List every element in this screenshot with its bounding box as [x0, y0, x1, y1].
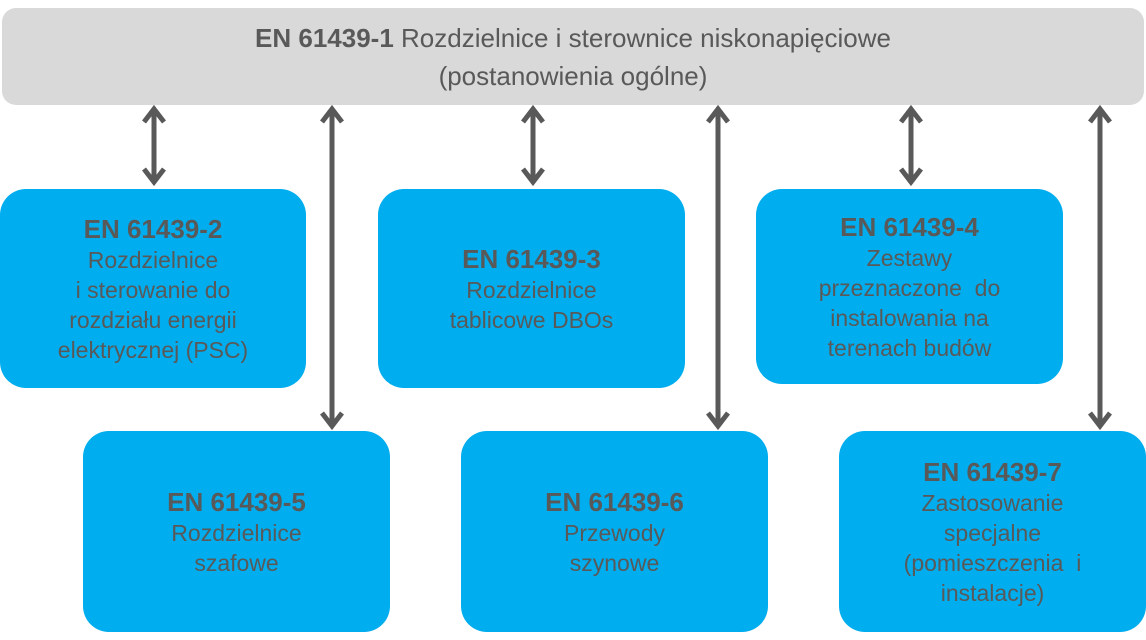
part-7-line-4: instalacje) — [940, 579, 1045, 606]
part-4-line-3: instalowania na — [830, 304, 989, 331]
part-3-line-1: Rozdzielnice — [466, 276, 597, 303]
part-7-code: EN 61439-7 — [923, 456, 1062, 487]
top-title: Rozdzielnice i sterownice niskonapięciow… — [401, 22, 891, 53]
part-7-line-3: (pomieszczenia i — [903, 549, 1082, 576]
part-7-line-2: specjalne — [943, 519, 1042, 546]
part-7-line-1: Zastosowanie — [921, 489, 1064, 516]
part-6-line-2: szynowe — [569, 549, 660, 576]
part-5-line-1: Rozdzielnice — [171, 519, 302, 546]
part-2-line-1: Rozdzielnice — [87, 246, 219, 273]
part-3-box: EN 61439-3 Rozdzielnice tablicowe DBOs — [378, 189, 685, 388]
part-4-code: EN 61439-4 — [840, 211, 979, 242]
part-3-line-2: tablicowe DBOs — [449, 306, 614, 333]
part-6-line-1: Przewody — [564, 519, 665, 546]
part-2-box: EN 61439-2 Rozdzielnice i sterowanie do … — [0, 189, 306, 388]
part-7-box: EN 61439-7 Zastosowanie specjalne (pomie… — [839, 431, 1146, 632]
arrow-top-to-part-2 — [142, 104, 166, 187]
top-subtitle: (postanowienia ogólne) — [438, 60, 708, 91]
part-5-box: EN 61439-5 Rozdzielnice szafowe — [83, 431, 390, 632]
arrow-top-to-part-6 — [706, 104, 730, 431]
part-6-code: EN 61439-6 — [545, 486, 684, 517]
part-2-line-3: rozdziału energii — [69, 306, 237, 333]
top-code: EN 61439-1 — [255, 22, 394, 53]
part-6-box: EN 61439-6 Przewody szynowe — [461, 431, 768, 632]
part-2-code: EN 61439-2 — [83, 213, 223, 244]
part-4-line-4: terenach budów — [827, 334, 992, 361]
part-2-line-2: i sterowanie do — [75, 276, 231, 303]
part-3-code: EN 61439-3 — [462, 243, 601, 274]
general-rules-box: EN 61439-1 Rozdzielnice i sterownice nis… — [2, 8, 1144, 105]
arrow-top-to-part-7 — [1088, 104, 1112, 431]
part-2-line-4: elektrycznej (PSC) — [57, 336, 249, 363]
part-4-box: EN 61439-4 Zestawy przeznaczone do insta… — [756, 189, 1063, 384]
part-4-line-1: Zestawy — [866, 244, 953, 271]
part-5-code: EN 61439-5 — [167, 486, 306, 517]
part-5-line-2: szafowe — [194, 549, 279, 576]
part-4-line-2: przeznaczone do — [818, 274, 1001, 301]
arrow-top-to-part-4 — [899, 104, 923, 187]
arrow-top-to-part-5 — [320, 104, 344, 431]
arrow-top-to-part-3 — [521, 104, 545, 187]
